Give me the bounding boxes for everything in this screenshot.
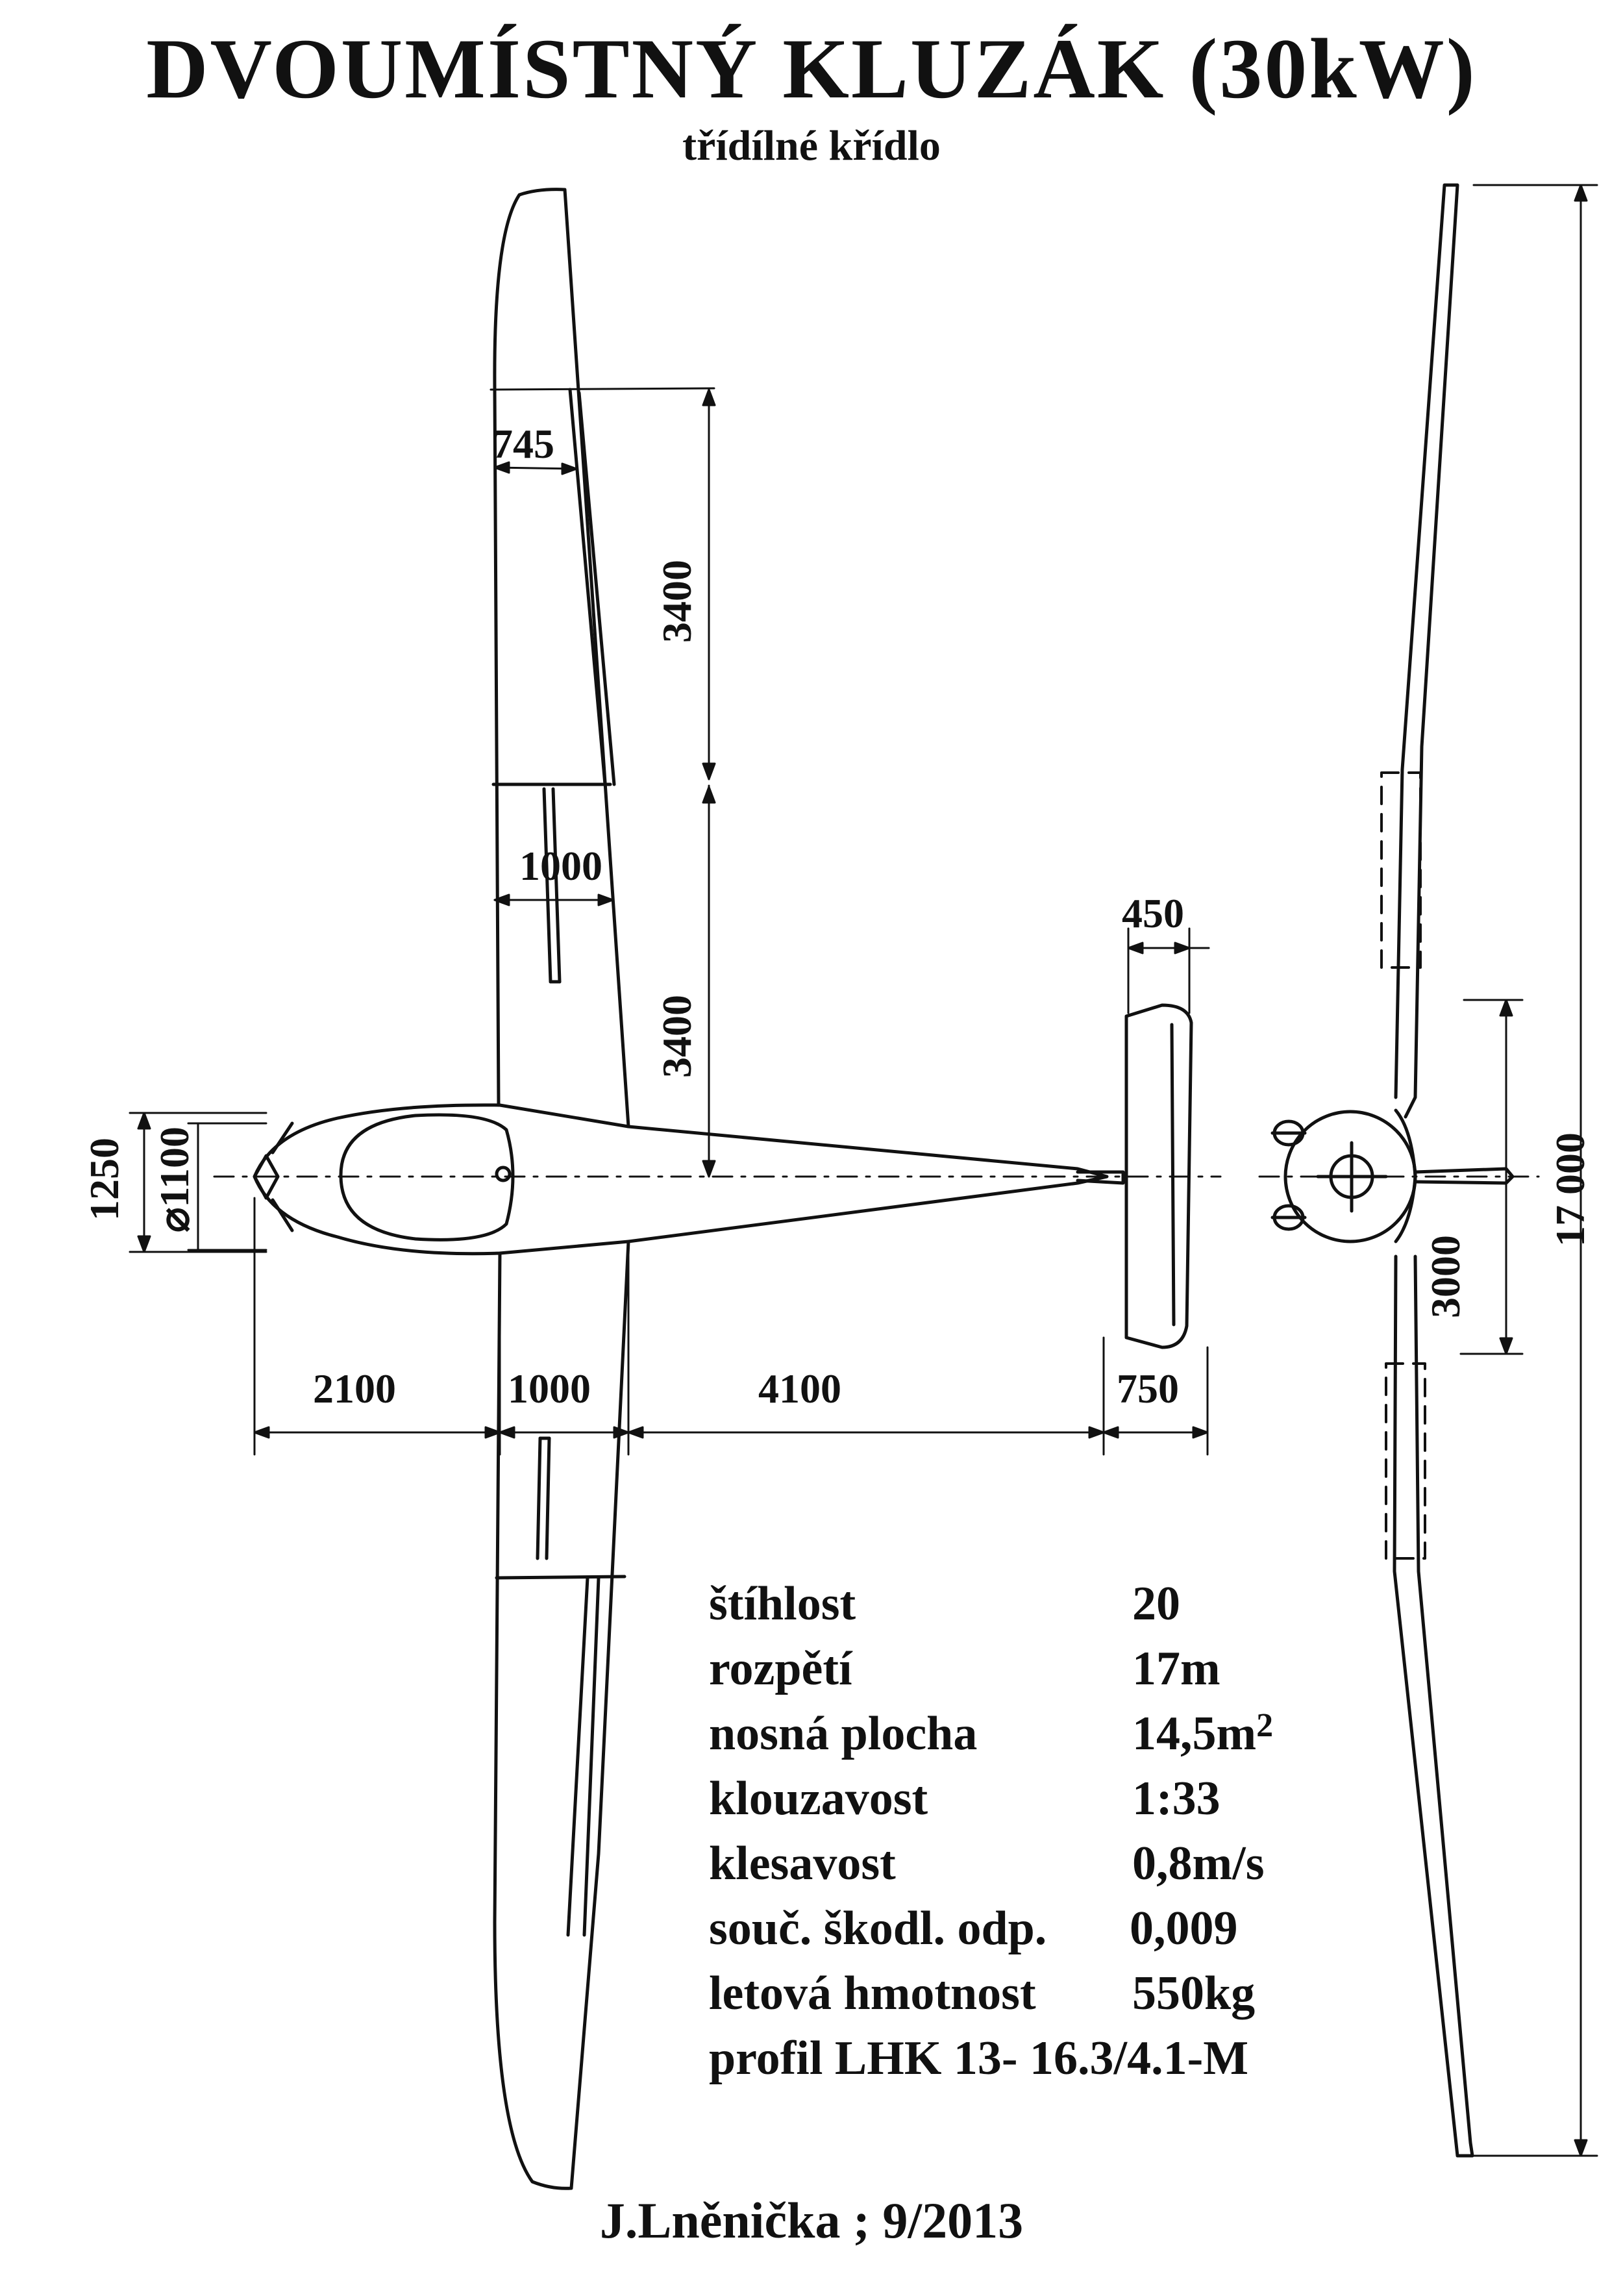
dim-1000-center-chord: 1000 [519, 843, 602, 889]
lower-wing-outline [493, 1240, 630, 2190]
lower-wing-joint [495, 1575, 626, 1580]
front-view-dimensions [1459, 184, 1598, 2157]
spec-row: nosná plocha 14,5m2 [709, 1701, 1423, 1766]
spec-label: souč. škodl. odp. [709, 1902, 1047, 1955]
author-signature: J.Lněnička ; 9/2013 [599, 2192, 1024, 2249]
dim-750: 750 [1117, 1366, 1179, 1412]
spec-label: profil LHK 13- 16.3/4.1-M [709, 2032, 1249, 2085]
dim-1000-root-chord: 1000 [508, 1366, 591, 1412]
dim-2100: 2100 [313, 1366, 396, 1412]
top-view-dimensions [129, 387, 1210, 1456]
tow-hook [495, 1166, 512, 1182]
spec-value: 17m [1132, 1642, 1220, 1695]
front-view-lower-spoiler [1385, 1362, 1426, 1560]
spec-label: klouzavost [709, 1772, 928, 1825]
spec-label: klesavost [709, 1837, 896, 1890]
specifications-table: štíhlost 20 rozpětí 17m nosná plocha 14,… [709, 1571, 1423, 2091]
propeller-blade-bottom [271, 1198, 294, 1232]
propeller-blade-top [271, 1121, 294, 1154]
spec-row: letová hmotnost 550kg [709, 1961, 1423, 2026]
dim-450: 450 [1122, 890, 1184, 936]
spec-value: 1:33 [1132, 1772, 1220, 1825]
spec-label: letová hmotnost [709, 1967, 1036, 2020]
spec-label: nosná plocha [709, 1707, 978, 1760]
dim-17000: 17 000 [1547, 1132, 1593, 1247]
spec-value: 0,8m/s [1132, 1837, 1265, 1890]
tailplane-outline [1124, 1003, 1193, 1349]
spec-value-number: 14,5m [1132, 1707, 1257, 1760]
spec-row: klesavost 0,8m/s [709, 1831, 1423, 1896]
front-view-upper-spoiler [1380, 771, 1422, 969]
lower-wing-aileron [566, 1576, 589, 1937]
spec-value: 20 [1132, 1577, 1180, 1630]
spec-value: 550kg [1132, 1967, 1256, 2020]
drawing-title: DVOUMÍSTNÝ KLUZÁK (30kW) [146, 21, 1477, 116]
spec-value-exponent: 2 [1256, 1707, 1274, 1744]
spec-row: štíhlost 20 [709, 1571, 1423, 1636]
elevator-hinge [1170, 1023, 1176, 1327]
spec-row: souč. škodl. odp. 0,009 [709, 1896, 1423, 1961]
top-view [213, 188, 1222, 2190]
spec-label: rozpětí [709, 1642, 852, 1695]
drawing-subtitle: třídílné křídlo [682, 122, 941, 169]
dim-745: 745 [492, 421, 554, 467]
lower-wing-spoiler [536, 1436, 542, 1560]
front-view-lower-wing [1393, 1254, 1474, 2158]
upper-wing-aileron-front [568, 388, 607, 786]
front-view [1258, 183, 1540, 2158]
lower-wing-aileron-2 [582, 1576, 601, 1937]
upper-wing-aileron-inner [577, 391, 616, 786]
spec-value: 0,009 [1130, 1902, 1238, 1955]
lower-wing-spoiler-2 [545, 1436, 551, 1560]
spec-row: klouzavost 1:33 [709, 1766, 1423, 1831]
upper-wing-outline [493, 188, 630, 1129]
spec-value: 14,5m2 [1132, 1701, 1273, 1771]
upper-wing-spoiler-2 [551, 787, 562, 984]
dim-1250: 1250 [81, 1138, 127, 1221]
spec-row: profil LHK 13- 16.3/4.1-M [709, 2026, 1423, 2091]
spinner [253, 1154, 280, 1200]
upper-wing-spoiler [542, 787, 552, 984]
fin-tip [1076, 1170, 1125, 1185]
dim-diameter-1100: ⌀1100 [151, 1127, 197, 1232]
dim-4100: 4100 [758, 1366, 841, 1412]
spec-row: rozpětí 17m [709, 1636, 1423, 1701]
front-view-upper-wing [1394, 183, 1459, 1119]
dim-3400-inner: 3400 [654, 995, 700, 1078]
spec-label: štíhlost [709, 1577, 856, 1630]
dim-3000: 3000 [1422, 1235, 1468, 1318]
dim-3400-outer: 3400 [654, 560, 700, 643]
